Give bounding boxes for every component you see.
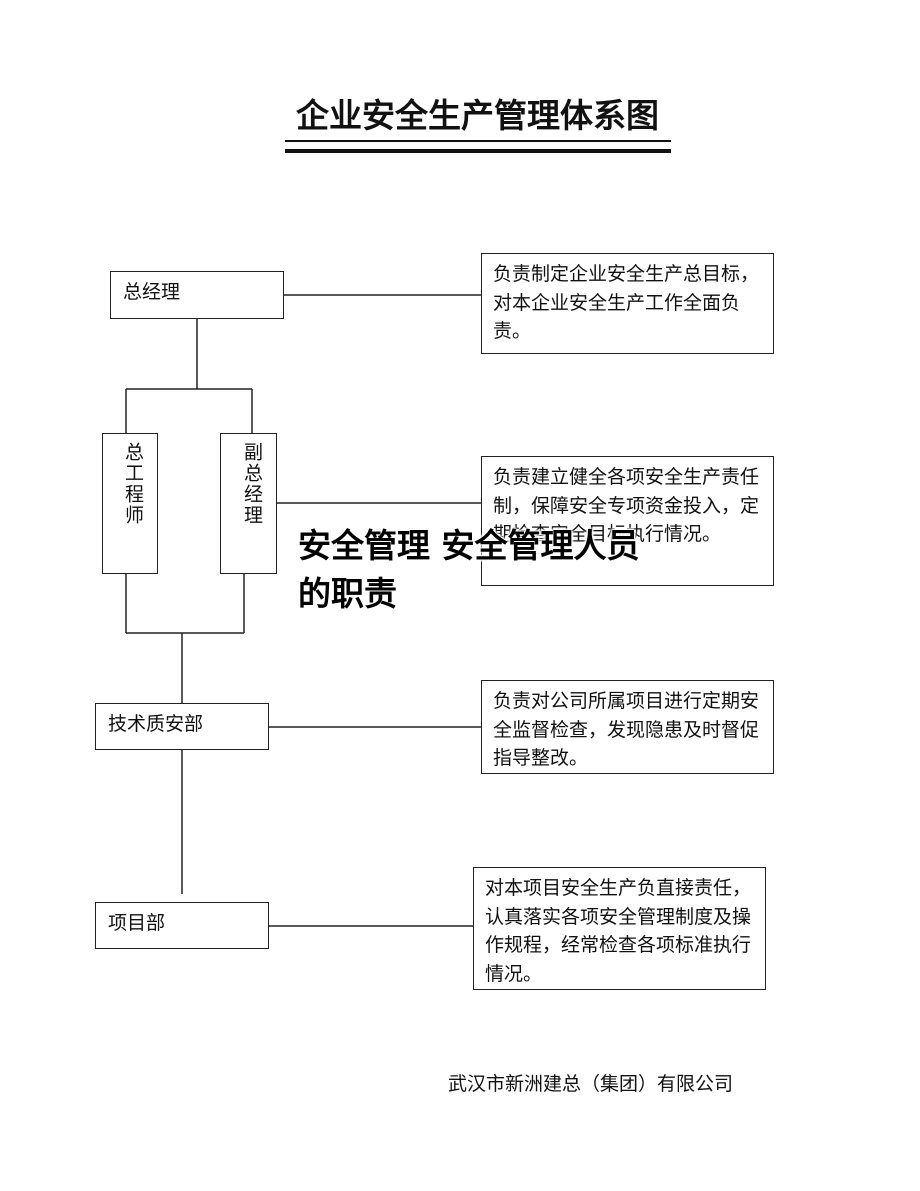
- diagram-title: 企业安全生产管理体系图: [296, 96, 659, 135]
- node-deputy-general-manager: 副总经理: [220, 433, 277, 574]
- desc-general-manager: 负责制定企业安全生产总目标，对本企业安全生产工作全面负责。: [481, 253, 774, 354]
- desc-deputy-general-manager: 负责建立健全各项安全生产责任制，保障安全专项资金投入，定期检查安全目标执行情况。: [481, 456, 774, 586]
- desc-technical-quality-safety-dept-text: 负责对公司所属项目进行定期安全监督检查，发现隐患及时督促指导整改。: [493, 690, 760, 769]
- node-project-dept: 项目部: [95, 902, 269, 949]
- desc-project-dept: 对本项目安全生产负直接责任，认真落实各项安全管理制度及操作规程，经常检查各项标准…: [473, 867, 766, 990]
- node-chief-engineer: 总工程师: [102, 433, 158, 574]
- desc-deputy-general-manager-text: 负责建立健全各项安全生产责任制，保障安全专项资金投入，定期检查安全目标执行情况。: [493, 466, 760, 545]
- node-general-manager: 总经理: [110, 271, 284, 319]
- title-underline-thin: [285, 140, 671, 142]
- company-footer: 武汉市新洲建总（集团）有限公司: [448, 1073, 734, 1095]
- node-project-dept-label: 项目部: [108, 912, 166, 934]
- node-general-manager-label: 总经理: [123, 281, 181, 303]
- node-deputy-general-manager-label: 副总经理: [241, 442, 263, 526]
- node-chief-engineer-label: 总工程师: [122, 442, 144, 526]
- node-technical-quality-safety-dept: 技术质安部: [95, 703, 269, 750]
- title-underline-thick: [285, 149, 671, 153]
- desc-technical-quality-safety-dept: 负责对公司所属项目进行定期安全监督检查，发现隐患及时督促指导整改。: [481, 680, 774, 774]
- node-technical-quality-safety-dept-label: 技术质安部: [108, 713, 204, 735]
- desc-project-dept-text: 对本项目安全生产负直接责任，认真落实各项安全管理制度及操作规程，经常检查各项标准…: [485, 877, 752, 985]
- overlay-caption: 安全管理 安全管理人员的职责: [298, 526, 640, 613]
- desc-general-manager-text: 负责制定企业安全生产总目标，对本企业安全生产工作全面负责。: [493, 263, 760, 342]
